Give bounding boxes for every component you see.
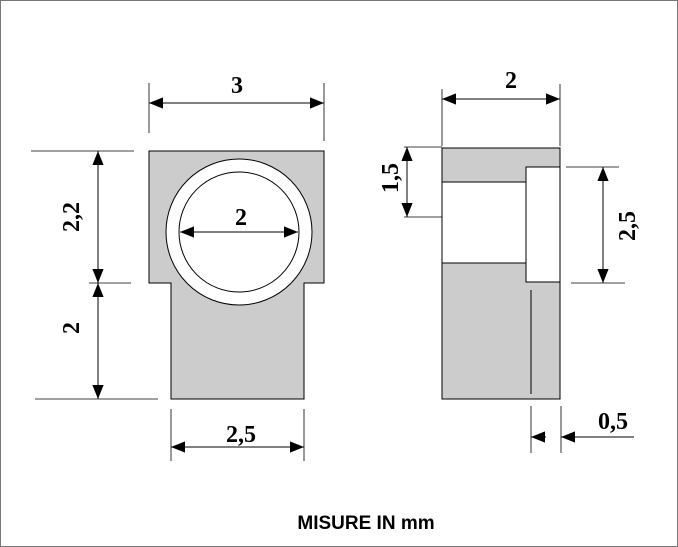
dim-slot-height: 2,5: [615, 211, 641, 241]
dim-side-width: 2: [505, 68, 517, 94]
dim-hole-diameter: 2: [235, 205, 247, 231]
caption: MISURE IN mm: [297, 513, 434, 534]
front-view: 2 3 2,2 2 2,5: [31, 73, 325, 461]
dim-slot-depth: 0,5: [598, 409, 628, 435]
dim-width-bottom: 2,5: [226, 422, 256, 448]
dim-hole-offset: 1,5: [378, 163, 404, 193]
side-slot: [525, 166, 561, 283]
side-hole: [441, 181, 527, 264]
side-view: 2 1,5 2,5 0,5: [378, 68, 641, 453]
dim-height-bottom: 2: [59, 322, 85, 334]
dim-width-top: 3: [231, 73, 243, 99]
dim-height-top: 2,2: [59, 202, 85, 232]
